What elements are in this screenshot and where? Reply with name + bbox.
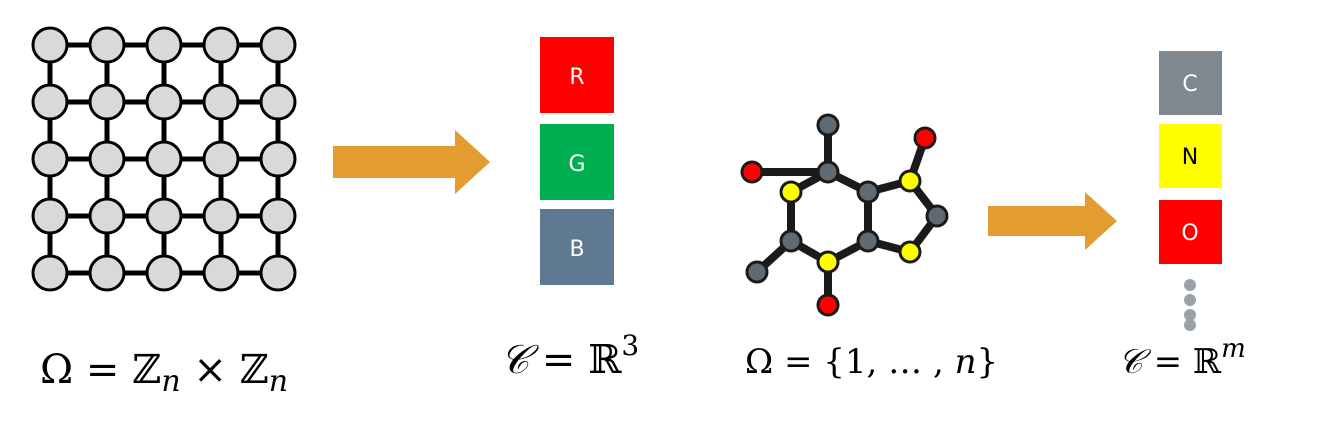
grid-node (202, 254, 240, 292)
grid-node (88, 254, 126, 292)
channel-box-b (540, 209, 614, 285)
atom-box-n (1159, 124, 1222, 188)
nitrogen-atom (779, 180, 803, 204)
carbon-atom (779, 229, 803, 253)
grid-node (259, 254, 297, 292)
grid-node (31, 83, 69, 121)
atom-box-c (1159, 51, 1222, 115)
atom-box-o (1159, 200, 1222, 264)
channel-label-b: B (569, 237, 584, 262)
grid-node (202, 197, 240, 235)
nitrogen-atom (816, 250, 840, 274)
arrow-grid-to-rgb (333, 130, 490, 194)
carbon-atom (816, 113, 840, 137)
grid-node (88, 140, 126, 178)
grid-node (145, 197, 183, 235)
channel-box-r (540, 37, 614, 113)
atom-label-o: O (1181, 221, 1198, 246)
nitrogen-atom (898, 240, 922, 264)
grid-node (145, 254, 183, 292)
grid-node (202, 26, 240, 64)
carbon-atom (856, 180, 880, 204)
image-grid-graph (31, 26, 297, 292)
grid-node (259, 83, 297, 121)
grid-node (88, 83, 126, 121)
grid-node (145, 140, 183, 178)
grid-node (88, 197, 126, 235)
atom-type-stack: C N O (1159, 51, 1222, 331)
carbon-atom (856, 229, 880, 253)
ellipsis-dot (1184, 294, 1196, 306)
grid-node (31, 26, 69, 64)
rgb-space-label: 𝒞 = ℝ3 (500, 329, 639, 383)
carbon-atom (925, 204, 949, 228)
grid-node (31, 254, 69, 292)
grid-node (31, 140, 69, 178)
arrow-molecule-to-atoms (988, 192, 1117, 250)
channel-box-g (540, 124, 614, 200)
grid-node (259, 197, 297, 235)
grid-node (202, 83, 240, 121)
grid-node (145, 83, 183, 121)
grid-node (31, 197, 69, 235)
oxygen-atom (816, 293, 840, 317)
molecule-graph (740, 113, 949, 317)
grid-node (259, 140, 297, 178)
rgb-channel-stack: R G B (540, 37, 614, 285)
grid-node (202, 140, 240, 178)
channel-label-r: R (569, 65, 584, 90)
atom-label-n: N (1182, 145, 1198, 170)
ellipsis-dot (1184, 279, 1196, 291)
grid-node (259, 26, 297, 64)
oxygen-atom (913, 126, 937, 150)
nitrogen-atom (898, 169, 922, 193)
carbon-atom (745, 260, 769, 284)
grid-node (145, 26, 183, 64)
grid-node (88, 26, 126, 64)
atom-label-c: C (1182, 72, 1197, 97)
molecule-domain-label: Ω = {1, … , n} (745, 342, 998, 382)
ellipsis-dot (1184, 309, 1196, 321)
grid-domain-label: Ω = ℤn × ℤn (40, 347, 288, 399)
oxygen-atom (740, 160, 764, 184)
ellipsis-dot (1184, 319, 1196, 331)
channel-label-g: G (568, 152, 585, 177)
carbon-atom (816, 160, 840, 184)
atom-space-label: 𝒞 = ℝm (1118, 334, 1246, 382)
label-part: Ω = ℤ (40, 347, 161, 393)
